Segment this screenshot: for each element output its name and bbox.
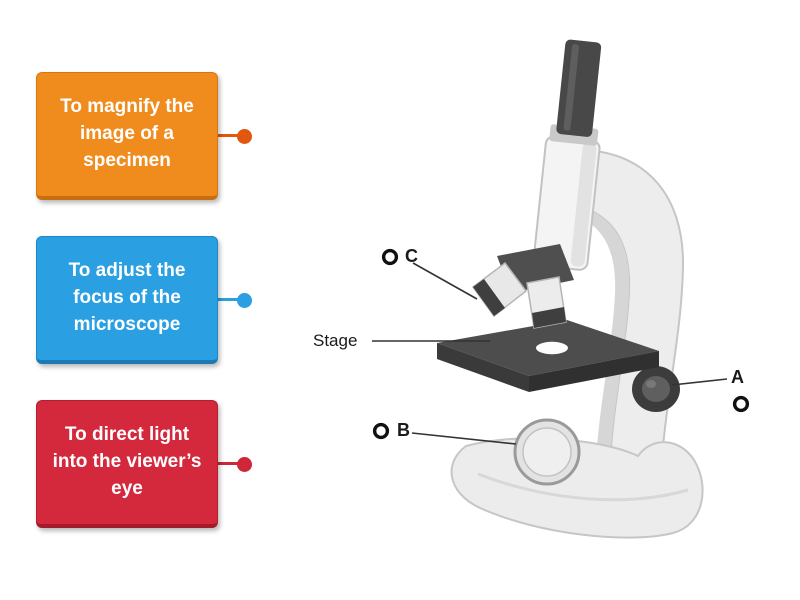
target-label-a: A bbox=[731, 367, 744, 387]
microscope-arm-shadow bbox=[560, 202, 630, 462]
answer-card-focus[interactable]: To adjust the focus of the microscope bbox=[36, 236, 218, 364]
objective-left-tip bbox=[473, 279, 505, 316]
stage-front-left bbox=[437, 343, 529, 392]
mirror-inner bbox=[522, 427, 572, 477]
answer-card-label: To magnify the image of a specimen bbox=[60, 96, 194, 171]
leader-line-b bbox=[411, 432, 517, 445]
card-connector-line bbox=[218, 298, 239, 301]
card-connector-dot bbox=[237, 293, 252, 308]
answer-card-magnify[interactable]: To magnify the image of a specimen bbox=[36, 72, 218, 200]
target-marker-b[interactable] bbox=[372, 422, 390, 440]
card-connector-dot bbox=[237, 457, 252, 472]
microscope-base-edge bbox=[477, 472, 689, 502]
microscope-base bbox=[450, 437, 704, 539]
stage-label: Stage bbox=[313, 331, 358, 350]
target-label-c: C bbox=[405, 246, 418, 266]
answer-card-light[interactable]: To direct light into the viewer’s eye bbox=[36, 400, 218, 528]
optical-tube bbox=[532, 39, 602, 271]
target-label-b: B bbox=[397, 420, 410, 440]
answer-card-label: To adjust the focus of the microscope bbox=[68, 260, 186, 335]
objective-center-tip bbox=[532, 307, 566, 328]
stage-front-right bbox=[529, 351, 659, 392]
eyepiece bbox=[556, 39, 602, 137]
answer-card-label: To direct light into the viewer’s eye bbox=[52, 424, 202, 499]
leader-line-a bbox=[671, 378, 728, 386]
card-connector-line bbox=[218, 134, 239, 137]
card-connector-dot bbox=[237, 129, 252, 144]
focus-knob-highlight bbox=[646, 380, 656, 388]
target-marker-a[interactable] bbox=[732, 395, 750, 413]
stage-hole bbox=[536, 341, 568, 355]
card-connector-line bbox=[218, 462, 239, 465]
target-marker-c[interactable] bbox=[381, 248, 399, 266]
focus-knob-inner bbox=[642, 376, 670, 402]
leader-line-c bbox=[412, 262, 478, 300]
